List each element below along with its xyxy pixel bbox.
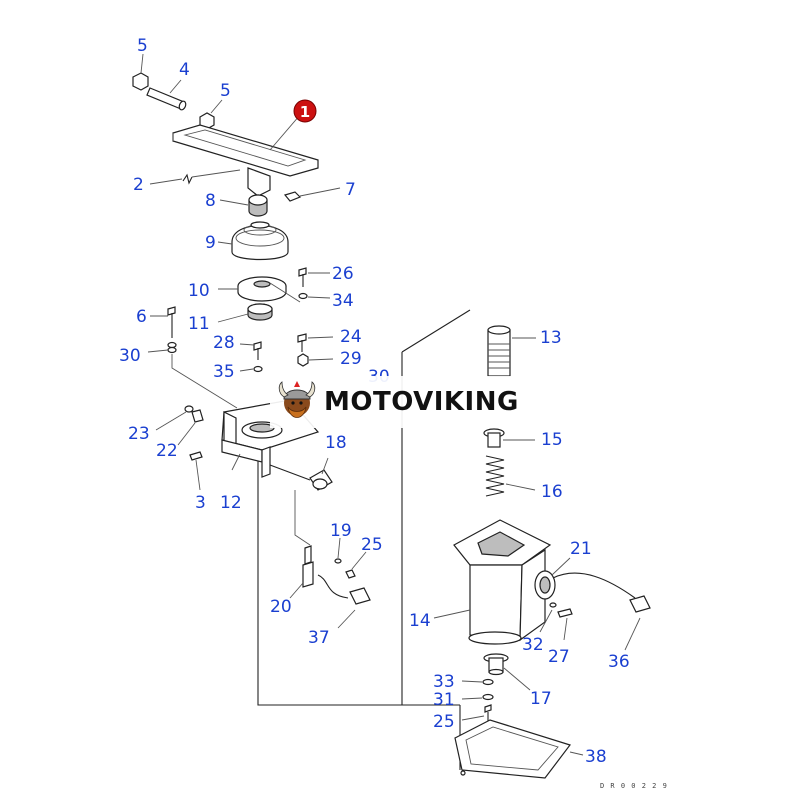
callout-35: 35	[213, 362, 235, 382]
callout-1-circle	[293, 99, 317, 123]
part-pin-3	[189, 451, 203, 491]
part-retainer-15	[483, 428, 535, 448]
part-washer-33	[461, 678, 494, 686]
drawing-code: D R 0 0 2 2 9	[600, 782, 668, 790]
part-bolt-26	[298, 267, 330, 287]
part-switch-18	[269, 457, 333, 546]
callout-5b: 5	[220, 81, 231, 101]
callout-12: 12	[220, 493, 242, 513]
watermark-brand-text: MOTOVIKING	[324, 387, 519, 417]
part-washer-32	[539, 602, 557, 633]
callout-4: 4	[179, 60, 190, 80]
callout-labels: 5 4 5 2 7 8 9 26 10 34 6 11 28 24 13 30 …	[119, 36, 630, 767]
callout-10: 10	[188, 281, 210, 301]
part-washer-30	[147, 341, 238, 409]
callout-25a: 25	[361, 535, 383, 555]
callout-21: 21	[570, 539, 592, 559]
part-plunger-17	[483, 653, 531, 691]
callout-13: 13	[540, 328, 562, 348]
callout-38: 38	[585, 747, 607, 767]
part-nut-5b	[199, 99, 223, 130]
part-harness-37	[317, 574, 371, 629]
part-pin-4	[146, 79, 187, 111]
callout-3: 3	[195, 493, 206, 513]
callout-31: 31	[433, 690, 455, 710]
part-bushing-8	[219, 194, 268, 217]
callout-34: 34	[332, 291, 354, 311]
callout-25b: 25	[433, 712, 455, 732]
callout-26: 26	[332, 264, 354, 284]
callout-33: 33	[433, 672, 455, 692]
part-washer-34	[298, 292, 331, 300]
callout-20: 20	[270, 597, 292, 617]
part-bolt-28	[239, 341, 262, 360]
part-pedal-1	[172, 114, 319, 197]
part-washer-35	[239, 365, 263, 373]
callout-8: 8	[205, 191, 216, 211]
callout-18: 18	[325, 433, 347, 453]
viking-helmet-icon	[278, 381, 316, 418]
callout-28: 28	[213, 333, 235, 353]
part-sensor-21	[534, 557, 636, 600]
part-boot-9	[217, 221, 289, 261]
part-spring-16	[485, 455, 536, 497]
callout-37: 37	[308, 628, 330, 648]
callout-24: 24	[340, 327, 362, 347]
callout-9: 9	[205, 233, 216, 253]
callout-7: 7	[345, 180, 356, 200]
part-screw-25a	[345, 551, 367, 579]
callout-1: 1	[300, 103, 310, 121]
callout-30a: 30	[119, 346, 141, 366]
part-bracket-20	[289, 545, 314, 599]
part-connector-36	[624, 595, 651, 651]
callout-22: 22	[156, 441, 178, 461]
part-screw-27	[557, 608, 573, 641]
part-bolt-7	[283, 187, 341, 202]
part-nut-29	[297, 353, 334, 367]
callout-23: 23	[128, 424, 150, 444]
part-bolt-24	[297, 333, 334, 352]
callout-17: 17	[530, 689, 552, 709]
part-plate-10	[218, 276, 301, 303]
part-clip-2	[149, 169, 241, 185]
watermark-banner: MOTOVIKING	[270, 376, 535, 428]
callout-5a: 5	[137, 36, 148, 56]
part-washer-23	[155, 405, 194, 431]
callout-27: 27	[548, 647, 570, 667]
callout-16: 16	[541, 482, 563, 502]
part-nut-5	[132, 53, 149, 91]
callout-32: 32	[522, 635, 544, 655]
part-bolt-6	[150, 306, 176, 338]
callout-36: 36	[608, 652, 630, 672]
callout-14: 14	[409, 611, 431, 631]
part-cap-13	[487, 325, 536, 377]
part-ring-11	[217, 303, 273, 323]
callout-1-badge: 1	[293, 99, 317, 123]
callout-29: 29	[340, 349, 362, 369]
part-housing-14	[433, 519, 552, 645]
part-spacer-22	[177, 409, 204, 446]
callout-6: 6	[136, 307, 147, 327]
part-gasket-38	[454, 719, 584, 779]
callout-11: 11	[188, 314, 210, 334]
part-washer-31	[461, 693, 494, 701]
callout-19: 19	[330, 521, 352, 541]
callout-2: 2	[133, 175, 144, 195]
part-washer-19	[334, 537, 342, 564]
part-screw-25b	[461, 704, 492, 722]
callout-15: 15	[541, 430, 563, 450]
